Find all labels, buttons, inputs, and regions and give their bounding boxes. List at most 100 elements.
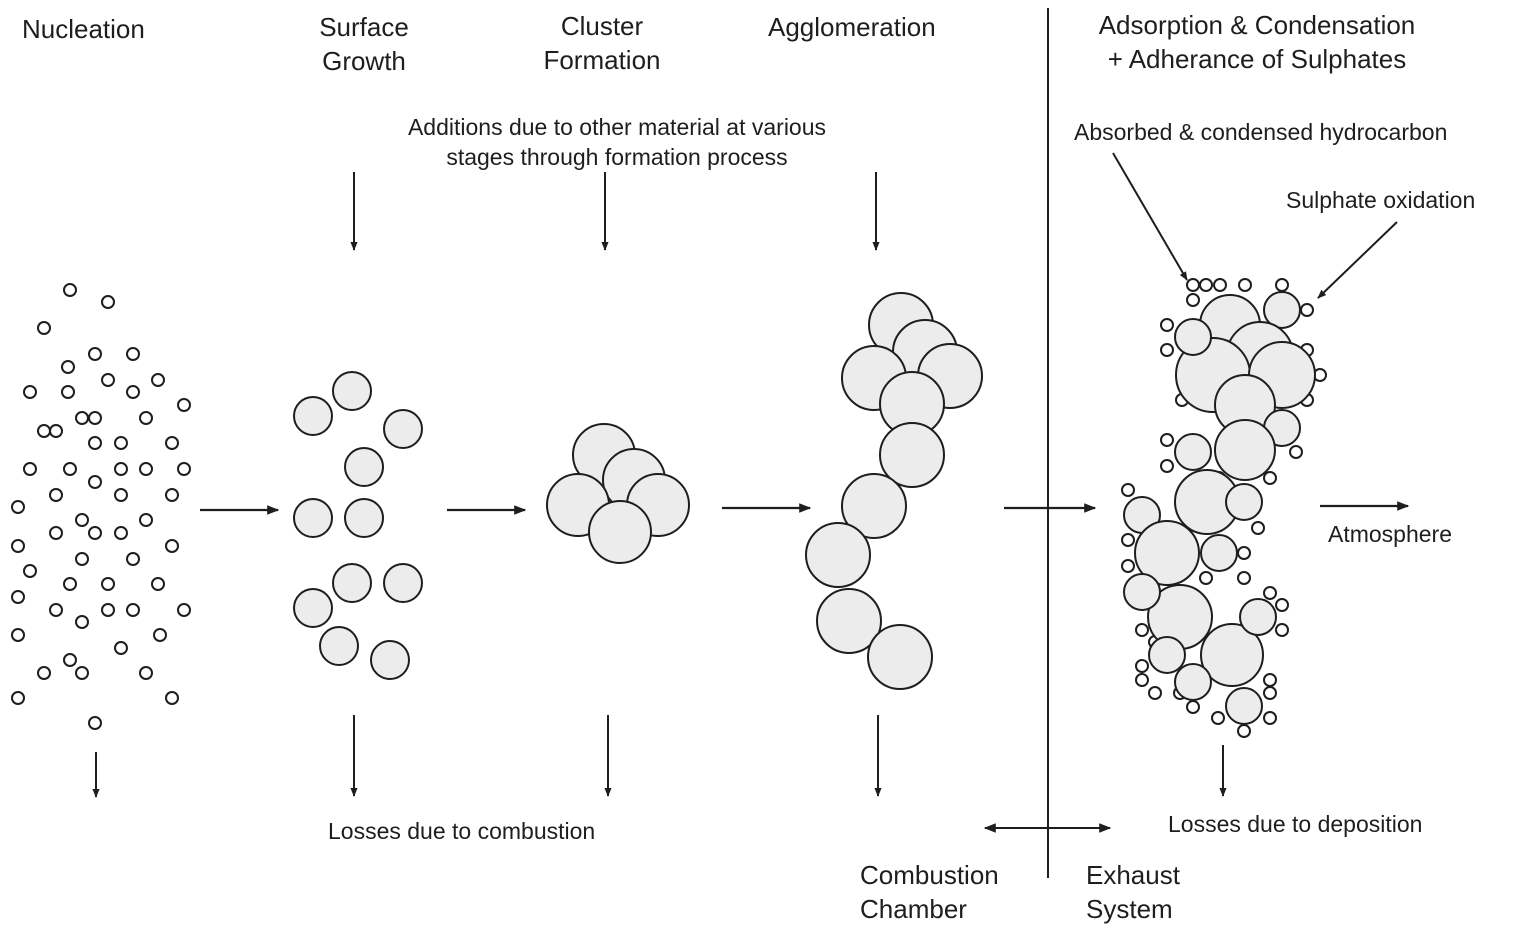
adsorbed-droplet <box>1199 278 1213 292</box>
additions-arrows <box>350 172 880 251</box>
nucleus-particle <box>101 295 115 309</box>
agglomerate-particle <box>879 422 945 488</box>
sulphate-oxidation-label: Sulphate oxidation <box>1286 187 1476 213</box>
nucleus-particle <box>139 462 153 476</box>
adsorbed-droplet <box>1263 686 1277 700</box>
agglomerate-particle <box>841 473 907 539</box>
growth-particle <box>293 588 333 628</box>
adsorbed-droplet <box>1186 278 1200 292</box>
adsorbed-droplet <box>1160 459 1174 473</box>
nucleus-particle <box>75 666 89 680</box>
nucleus-particle <box>177 603 191 617</box>
additions-annotation: Additions due to other material at vario… <box>352 112 882 172</box>
nucleus-particle <box>11 628 25 642</box>
adsorbed-droplet <box>1237 546 1251 560</box>
nucleation-particles <box>11 283 191 730</box>
exhaust-system-label: Exhaust System <box>1086 858 1180 926</box>
nucleus-particle <box>23 564 37 578</box>
stage-label-adsorption: Adsorption & Condensation + Adherance of… <box>1062 8 1452 76</box>
nucleus-particle <box>75 552 89 566</box>
cluster-particle <box>588 500 652 564</box>
absorbed-hydrocarbon-label: Absorbed & condensed hydrocarbon <box>1074 119 1448 145</box>
growth-particle <box>383 563 423 603</box>
nucleus-particle <box>88 436 102 450</box>
nucleus-particle <box>37 666 51 680</box>
adsorbed-droplet <box>1263 711 1277 725</box>
adsorbed-droplet <box>1186 700 1200 714</box>
adsorbed-droplet <box>1300 303 1314 317</box>
nucleus-particle <box>88 347 102 361</box>
nucleus-particle <box>75 615 89 629</box>
losses-deposition-label: Losses due to deposition <box>1168 811 1423 837</box>
cluster-particles <box>546 423 690 564</box>
exhaust-system-line1: Exhaust <box>1086 860 1180 890</box>
nucleus-particle <box>126 603 140 617</box>
nucleus-particle <box>61 385 75 399</box>
nucleus-particle <box>151 373 165 387</box>
adsorbed-droplet <box>1263 673 1277 687</box>
adsorbed-agglomerate-particle <box>1225 687 1263 725</box>
adsorbed-agglomerate-particle <box>1200 623 1264 687</box>
adsorbed-agglomerate-particle <box>1263 291 1301 329</box>
stage-label-adsorption-line2: + Adherance of Sulphates <box>1107 44 1407 74</box>
nucleus-particle <box>37 321 51 335</box>
additions-annotation-line1: Additions due to other material at vario… <box>407 114 827 140</box>
nucleus-particle <box>126 347 140 361</box>
adsorbed-droplet <box>1275 598 1289 612</box>
additions-annotation-line2: stages through formation process <box>446 144 788 170</box>
growth-particle <box>344 447 384 487</box>
adsorbed-droplet <box>1251 521 1265 535</box>
combustion-chamber-line1: Combustion <box>860 860 999 890</box>
agglomerate-particle <box>816 588 882 654</box>
stage-label-surface-growth-line2: Growth <box>322 46 406 76</box>
adsorbed-agglomerate-particle <box>1174 433 1212 471</box>
growth-particle <box>370 640 410 680</box>
loss-arrows <box>92 715 1227 798</box>
nucleus-particle <box>88 475 102 489</box>
nucleus-particle <box>101 603 115 617</box>
adsorbed-droplet <box>1237 571 1251 585</box>
adsorbed-droplet <box>1263 586 1277 600</box>
losses-combustion-label: Losses due to combustion <box>328 818 596 844</box>
adsorbed-droplet <box>1238 278 1252 292</box>
nucleus-particle <box>101 373 115 387</box>
nucleus-particle <box>114 488 128 502</box>
nucleus-particle <box>165 691 179 705</box>
stage-label-agglomeration: Agglomeration <box>768 12 936 42</box>
nucleus-particle <box>165 488 179 502</box>
adsorbed-droplet <box>1160 318 1174 332</box>
nucleus-particle <box>88 526 102 540</box>
growth-particle <box>319 626 359 666</box>
adsorbed-agglomerate-particle <box>1148 636 1186 674</box>
nucleus-particle <box>75 411 89 425</box>
adsorbed-droplet <box>1275 278 1289 292</box>
adsorbed-agglomerate-particle <box>1225 483 1263 521</box>
agglomerate-particle <box>867 624 933 690</box>
nucleus-particle <box>177 398 191 412</box>
adsorbed-droplet <box>1199 571 1213 585</box>
adsorbed-agglomerate-particle <box>1239 598 1277 636</box>
adsorbed-agglomerate-particle <box>1200 534 1238 572</box>
adsorbed-droplet <box>1263 471 1277 485</box>
adsorbed-droplet <box>1275 623 1289 637</box>
agglomerate-particle <box>805 522 871 588</box>
stage-label-adsorption-line1: Adsorption & Condensation <box>1098 10 1416 40</box>
exhaust-system-line2: System <box>1086 894 1173 924</box>
nucleus-particle <box>139 513 153 527</box>
nucleus-particle <box>126 552 140 566</box>
nucleus-particle <box>139 666 153 680</box>
nucleus-particle <box>63 653 77 667</box>
nucleus-particle <box>165 539 179 553</box>
adsorbed-droplet <box>1121 533 1135 547</box>
adsorbed-droplet <box>1289 445 1303 459</box>
adsorbed-droplet <box>1135 623 1149 637</box>
nucleus-particle <box>49 488 63 502</box>
stage-label-cluster-formation-line2: Formation <box>543 45 661 75</box>
stage-label-cluster-formation: Cluster Formation <box>522 9 682 77</box>
adsorbed-droplet <box>1237 724 1251 738</box>
nucleus-particle <box>63 283 77 297</box>
adsorbed-agglomerate-particle <box>1174 318 1212 356</box>
atmosphere-label: Atmosphere <box>1328 521 1453 547</box>
adsorbed-droplet <box>1213 278 1227 292</box>
adsorption-agglomerate-particles <box>1123 291 1316 725</box>
